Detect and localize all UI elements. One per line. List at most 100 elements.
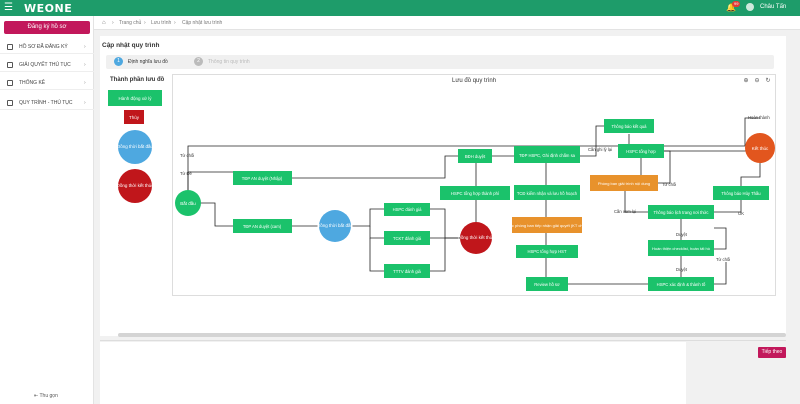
step-2-label[interactable]: Thông tin quy trình	[208, 59, 250, 65]
flow-node[interactable]	[590, 175, 658, 191]
flow-node[interactable]	[233, 219, 292, 233]
flow-node[interactable]	[648, 277, 714, 291]
flow-node[interactable]	[384, 203, 430, 216]
notification-badge: 99	[732, 1, 741, 7]
edge	[187, 117, 760, 203]
sidebar-item-label: HỒ SƠ ĐÃ ĐĂNG KÝ	[19, 44, 68, 50]
flow-node[interactable]	[648, 205, 714, 219]
flow-node-label: TCKT đánh giá	[393, 236, 422, 241]
palette: Hành động xử lý Thủy Đồng thời bắt đầu Đ…	[108, 90, 162, 203]
sidebar-item-statistics[interactable]: THỐNG KÊ ›	[0, 76, 94, 90]
palette-return-node[interactable]	[124, 110, 144, 124]
edge-label: Từ chối	[180, 153, 194, 158]
bell-icon[interactable]: 🔔	[726, 3, 736, 12]
hamburger-menu-icon[interactable]: ☰	[4, 2, 13, 13]
edge-label: Duyệt	[676, 232, 688, 237]
edge	[369, 238, 384, 272]
chevron-right-icon: ›	[84, 44, 86, 50]
zoom-out-icon[interactable]: ⊖	[754, 78, 760, 84]
chart-icon	[7, 80, 13, 86]
flow-node-label: HSPC tổng hợp HST	[527, 249, 566, 254]
edge	[740, 163, 761, 186]
flow-end-node[interactable]	[745, 133, 775, 163]
step-2-number[interactable]: 2	[194, 57, 203, 66]
edge-label: Cần xem lại	[614, 209, 636, 214]
flow-node[interactable]	[516, 245, 578, 258]
palette-sync-start-node[interactable]	[118, 130, 152, 164]
step-1-number[interactable]: 1	[114, 57, 123, 66]
edge-label: Cần ghi lý lại	[588, 147, 612, 152]
collapse-label: Thu gọn	[39, 393, 58, 399]
chevron-right-icon: ›	[84, 100, 86, 106]
chevron-right-icon: ›	[84, 80, 86, 86]
edge-label: Duyệt	[676, 267, 688, 272]
breadcrumb-workflow[interactable]: Lưu trình	[151, 20, 172, 26]
palette-title: Thành phần lưu đồ	[110, 77, 165, 83]
collapse-sidebar-button[interactable]: ⇤ Thu gọn	[34, 393, 58, 399]
flow-node-label: Hoàn thiện checklist, hoàn tất hồ	[652, 246, 711, 251]
divider	[100, 340, 786, 341]
sidebar: Đăng ký hồ sơ HỒ SƠ ĐÃ ĐĂNG KÝ › GIẢI QU…	[0, 16, 94, 404]
user-name[interactable]: Châu Tấn	[760, 4, 787, 10]
chevron-right-icon: ›	[84, 62, 86, 68]
breadcrumb-separator: ›	[144, 20, 146, 26]
palette-action-node[interactable]	[108, 90, 162, 106]
sidebar-item-resolve[interactable]: GIẢI QUYẾT THỦ TỤC ›	[0, 58, 94, 72]
flow-node[interactable]	[618, 144, 664, 158]
footer-area	[100, 342, 686, 404]
edge-label: Từ chối	[716, 257, 730, 262]
breadcrumb-home[interactable]: Trang chủ	[119, 20, 142, 26]
avatar-icon[interactable]	[746, 3, 754, 11]
horizontal-scrollbar[interactable]	[118, 333, 786, 337]
flow-node-label: HSPC tổng hợp	[626, 149, 656, 154]
flow-node-label: TTTV đánh giá	[393, 269, 421, 274]
palette-sync-start-label: Đồng thời bắt đầu	[117, 143, 153, 149]
flow-node-label: Review hồ sơ	[534, 282, 560, 287]
edge	[430, 208, 460, 239]
edge-label: Từ Đề	[180, 171, 193, 176]
refresh-icon[interactable]: ↻	[765, 78, 771, 84]
zoom-in-icon[interactable]: ⊕	[743, 78, 749, 84]
flow-node[interactable]	[440, 186, 510, 200]
flow-node[interactable]	[233, 171, 292, 185]
flow-node[interactable]	[604, 119, 654, 133]
sidebar-item-label: THỐNG KÊ	[19, 80, 46, 86]
flow-end-label: Kết thúc	[752, 146, 769, 151]
edge	[430, 238, 446, 272]
flow-node[interactable]	[514, 185, 580, 200]
edge	[292, 155, 458, 179]
edge	[369, 226, 384, 239]
step-1-label[interactable]: Định nghĩa lưu đồ	[128, 59, 168, 65]
flow-node[interactable]	[713, 186, 769, 200]
flow-node[interactable]	[512, 217, 582, 233]
edge-labels: Từ chối Từ Đề Cần ghi lý lại Từ chối Cần…	[180, 115, 770, 272]
flow-sync-end-label: Đồng thời kết thúc	[458, 235, 495, 240]
flow-node[interactable]	[384, 264, 430, 278]
flow-node-label: BĐH duyệt	[465, 154, 486, 159]
next-button[interactable]: Tiếp theo	[758, 347, 786, 358]
edge	[714, 227, 727, 250]
flow-sync-start-node[interactable]	[319, 210, 351, 242]
flow-sync-end-node[interactable]	[460, 222, 492, 254]
app-logo[interactable]: WEONE	[24, 2, 73, 15]
flow-node[interactable]	[648, 240, 714, 256]
flow-node[interactable]	[526, 277, 568, 291]
edge	[188, 202, 233, 227]
palette-sync-end-label: Đồng thời kết thúc	[117, 183, 154, 188]
sidebar-item-procedures[interactable]: QUY TRÌNH - THỦ TỤC ›	[0, 96, 94, 110]
flow-edges	[187, 117, 761, 285]
flow-node[interactable]	[458, 149, 492, 163]
edge	[352, 208, 384, 227]
home-icon[interactable]: ⌂	[102, 20, 106, 26]
flow-title: Lưu đồ quy trình	[452, 78, 497, 84]
flow-node-label: TĐP AN duyệt (cam)	[243, 224, 282, 229]
register-dossier-button[interactable]: Đăng ký hồ sơ	[4, 21, 90, 34]
flow-start-node[interactable]	[175, 190, 201, 216]
sidebar-item-registered[interactable]: HỒ SƠ ĐÃ ĐĂNG KÝ ›	[0, 40, 94, 54]
flow-node[interactable]	[384, 231, 430, 245]
palette-sync-end-node[interactable]	[118, 169, 152, 203]
flow-node[interactable]	[514, 146, 580, 163]
palette-action-label: Hành động xử lý	[118, 95, 152, 101]
flow-node-label: HSPC đánh giá	[393, 207, 423, 212]
